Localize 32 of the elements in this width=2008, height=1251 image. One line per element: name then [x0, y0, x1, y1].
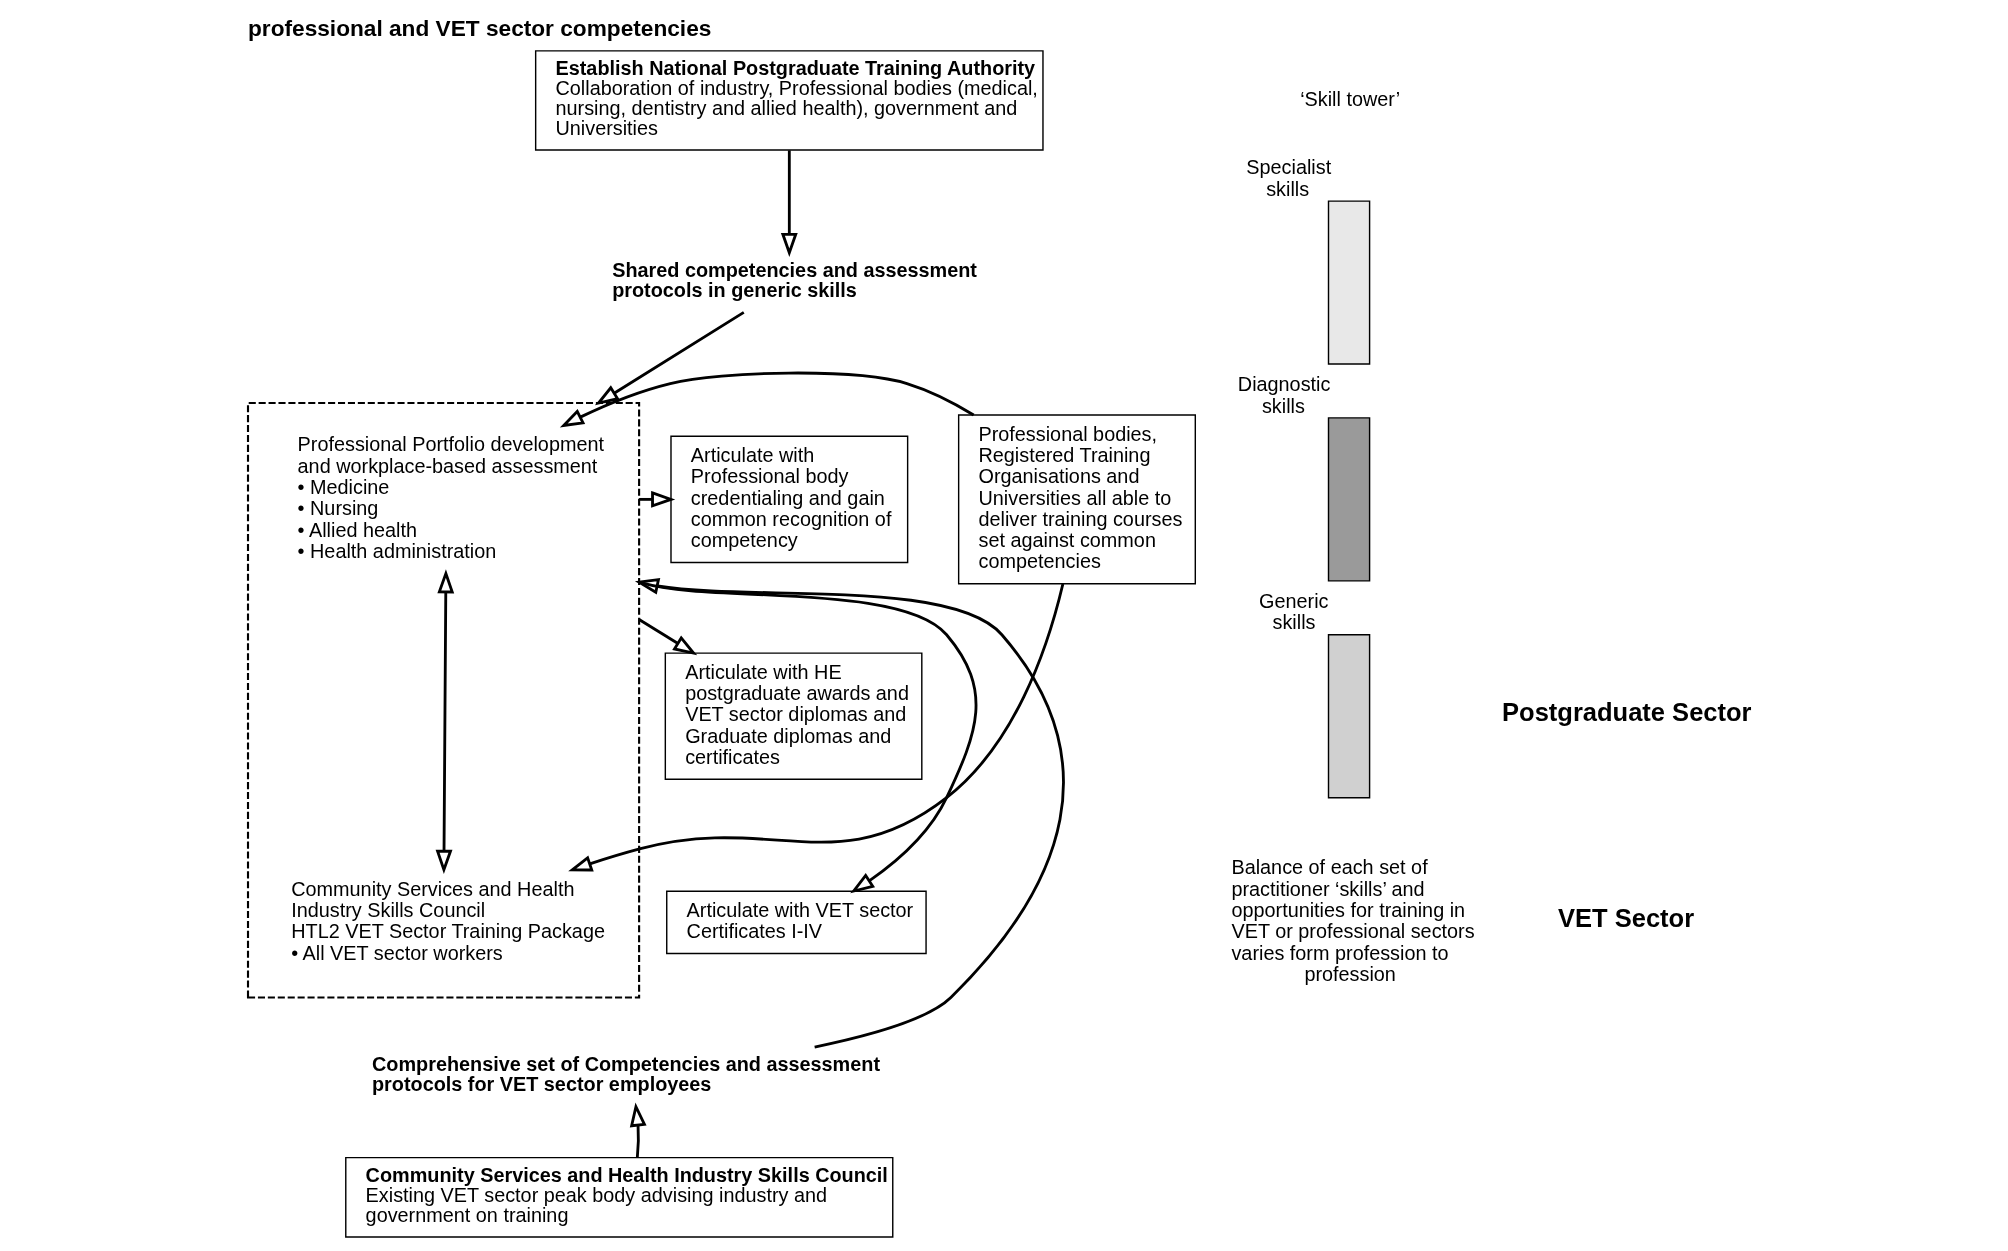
arrow	[559, 371, 975, 428]
node-box: Professional bodies, Registered Training Organisations and Universities all able to deliver training courses set against common competencies	[957, 414, 1196, 585]
node-label: Generic skills	[1259, 590, 1329, 634]
diagram-title: professional and VET sector competencies	[248, 15, 712, 42]
label: VET Sector	[1558, 904, 1695, 933]
arrow	[634, 577, 1065, 1049]
label: Balance of each set of practitioner ‘skills’ and opportunities for training in VET or professional sectors varies form profession to profession	[1231, 856, 1475, 985]
node-label: Specialist skills	[1246, 156, 1332, 200]
arrow	[568, 583, 1065, 872]
label: ‘Skill tower’	[1300, 87, 1401, 110]
cluster	[246, 401, 641, 999]
node-text: Comprehensive set of Competencies and assessment protocols for VET sector employees	[372, 1053, 880, 1096]
node-box: Articulate with VET sector Certificates I-IV	[666, 890, 927, 955]
arrow	[629, 1102, 647, 1158]
node-bar	[1327, 417, 1371, 582]
node-box: Articulate with Professional body credentialing and gain common recognition of competency	[670, 435, 909, 564]
node-bar	[1327, 634, 1371, 799]
node-text: Community Services and Health Industry Skills Council HTL2 VET Sector Training Package • All VET sector workers	[291, 877, 605, 964]
node-box: Community Services and Health Industry Skills Council Existing VET sector peak body advising industry and government on training	[345, 1156, 894, 1238]
arrow	[435, 569, 455, 874]
arrow	[594, 311, 745, 406]
node-bar	[1327, 200, 1371, 365]
arrow	[638, 580, 978, 894]
label: Postgraduate Sector	[1502, 698, 1752, 727]
node-text: Shared competencies and assessment protocols in generic skills	[612, 259, 977, 302]
arrow	[780, 150, 798, 258]
node-label: Diagnostic skills	[1237, 373, 1331, 417]
arrow	[638, 618, 698, 656]
node-box: Articulate with HE postgraduate awards and VET sector diplomas and Graduate diplomas and certificates	[664, 652, 923, 780]
node-text: Professional Portfolio development and workplace-based assessment • Medicine • Nursing • Allied health • Health administration	[297, 433, 605, 562]
node-box: Establish National Postgraduate Training Authority Collaboration of industry, Professional bodies (medical, nursing, dentistry and allied health), government and Universities	[534, 50, 1044, 151]
arrow	[639, 490, 676, 508]
